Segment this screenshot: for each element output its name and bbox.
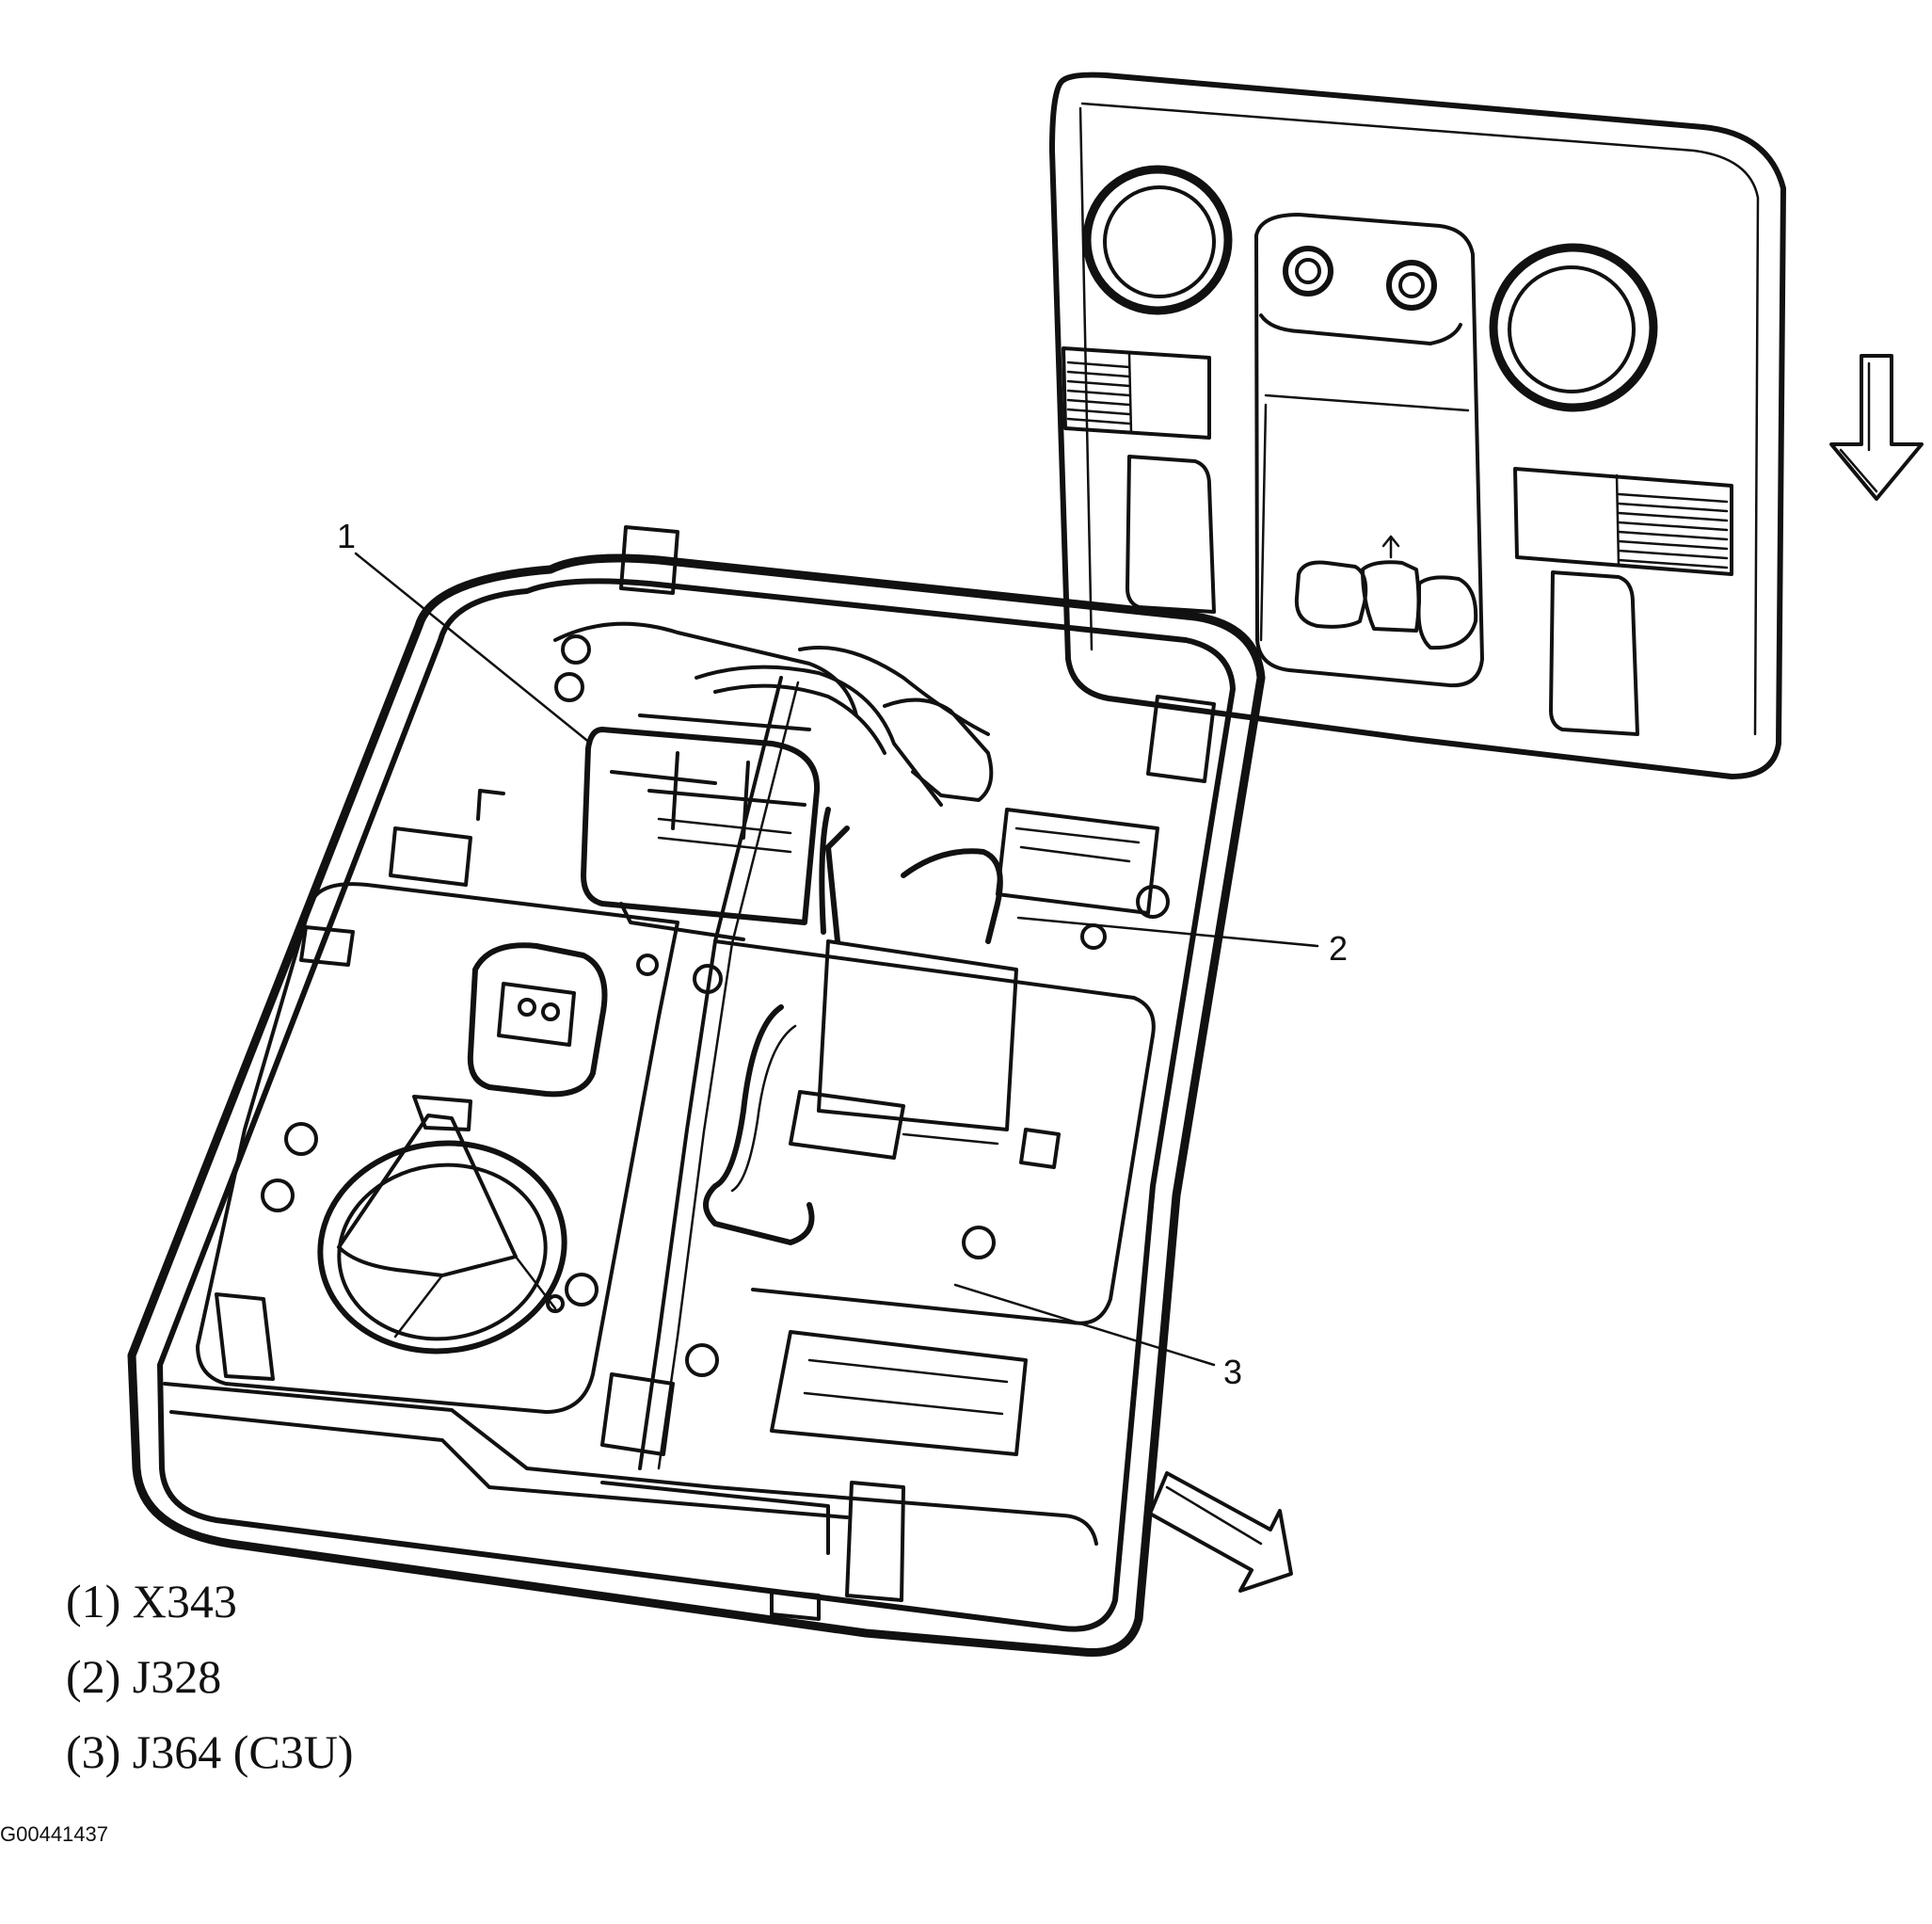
callout-number-1: 1 [337,517,356,555]
right-vent-grille [1513,467,1733,576]
module-j364 [789,939,1018,1160]
dome-lamp-reflector [317,1095,567,1355]
left-storage-bin [1126,455,1216,614]
left-reading-button [1283,246,1333,297]
clips [215,525,1216,1621]
bulb-j328 [883,697,1159,915]
lamp-socket [467,942,608,1098]
left-lamp-lens [1082,165,1233,315]
callout-number-3: 3 [1223,1353,1242,1391]
connector-x343 [581,713,821,941]
diagonal-arrow-icon [1148,1471,1293,1593]
console-cover-assembled [1049,72,1786,779]
legend-item-2: (2) J328 [66,1650,222,1703]
down-arrow-icon [1829,354,1924,501]
right-reading-button [1386,260,1437,311]
callout-3: 3 [953,1283,1242,1391]
wiring-harness [553,621,1003,1245]
sunroof-switches [1294,535,1478,650]
right-lamp-lens [1489,243,1658,412]
callout-2: 2 [1016,916,1348,968]
callout-1: 1 [337,517,593,746]
figure-id: G00441437 [0,1822,108,1846]
legend-item-3: (3) J364 (C3U) [66,1725,354,1778]
callout-number-2: 2 [1329,929,1348,968]
left-vent-grille [1062,346,1211,440]
legend-item-1: (1) X343 [66,1575,237,1627]
right-storage-bin [1549,570,1639,736]
